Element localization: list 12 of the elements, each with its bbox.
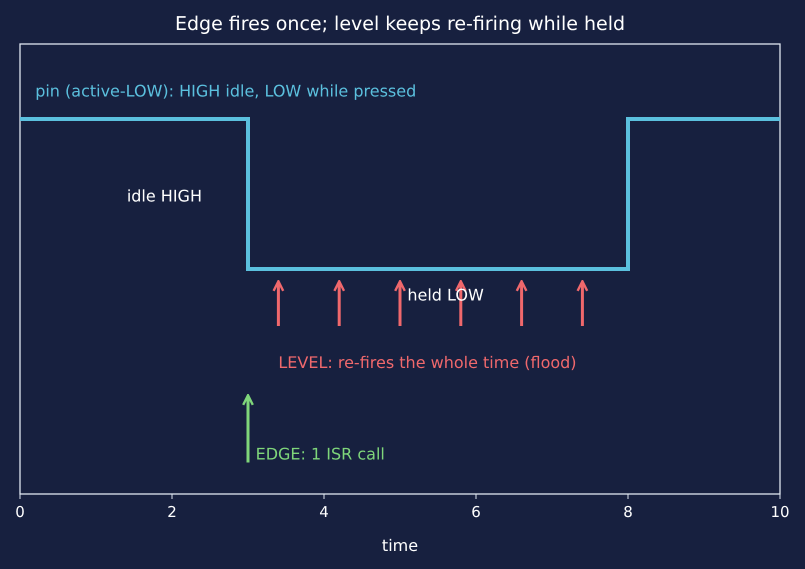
tick-label: 4 [319,503,329,521]
axis-label: time [382,536,418,555]
annotation-text: idle HIGH [126,186,202,206]
tick-label: 2 [167,503,177,521]
annotation-text: EDGE: 1 ISR call [256,444,385,464]
series-label: pin (active-LOW): HIGH idle, LOW while pressed [35,82,416,100]
tick-label: 8 [623,503,633,521]
annotation-text: LEVEL: re-fires the whole time (flood) [278,353,577,372]
tick-label: 0 [15,503,25,521]
chart-title: Edge fires once; level keeps re-firing while held [174,13,626,35]
tick-label: 10 [770,503,790,521]
tick-label: 6 [471,503,481,521]
